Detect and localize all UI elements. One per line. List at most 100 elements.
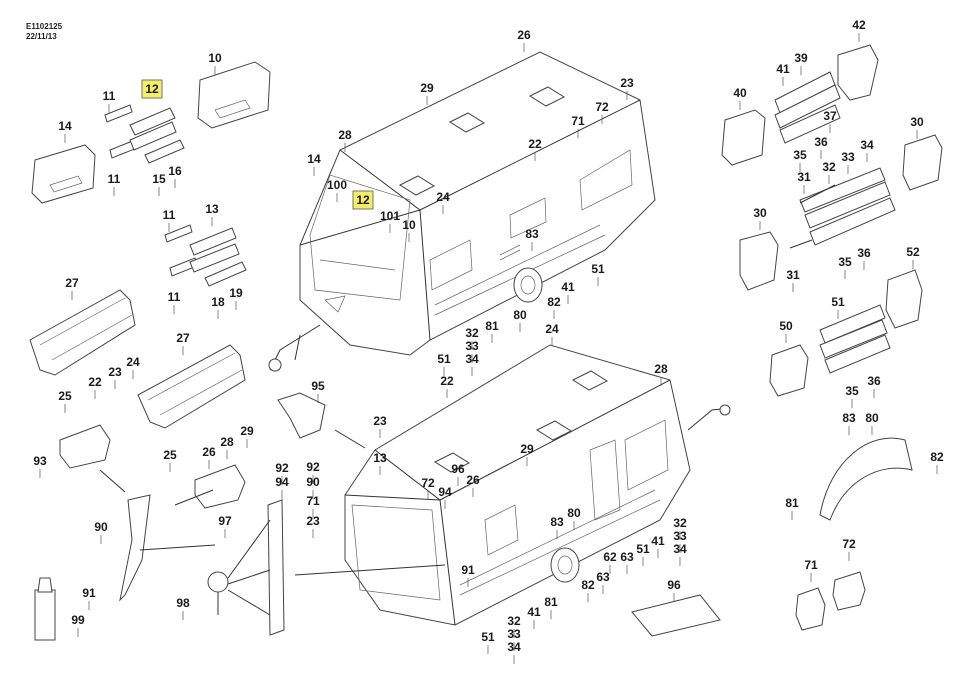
part-label-28: 28 [654, 362, 668, 376]
part-label-80: 80 [513, 308, 527, 322]
part-label-80: 80 [567, 506, 581, 520]
part-label-29: 29 [420, 81, 434, 95]
part-label-39: 39 [794, 51, 808, 65]
part-label-10: 10 [402, 218, 416, 232]
part-label-83: 83 [525, 227, 539, 241]
part-label-13: 13 [373, 451, 387, 465]
part-label-91: 91 [82, 586, 96, 600]
part-label-51: 51 [831, 295, 845, 309]
part-label-14: 14 [307, 152, 321, 166]
part-label-32: 32 [507, 614, 521, 628]
highlighted-part-label-12: 12 [352, 190, 374, 210]
leader-lines [39, 33, 938, 664]
part-label-32: 32 [822, 160, 836, 174]
part-label-52: 52 [906, 245, 920, 259]
part-label-34: 34 [507, 640, 521, 654]
part-label-83: 83 [550, 515, 564, 529]
part-label-23: 23 [306, 514, 320, 528]
part-label-35: 35 [838, 255, 852, 269]
part-label-14: 14 [58, 119, 72, 133]
part-label-36: 36 [814, 135, 828, 149]
part-label-90: 90 [94, 520, 108, 534]
part-label-29: 29 [520, 442, 534, 456]
part-label-94: 94 [438, 485, 452, 499]
part-label-19: 19 [229, 286, 243, 300]
part-label-11: 11 [108, 172, 121, 186]
part-label-16: 16 [168, 164, 182, 178]
caravan-rear-view [344, 344, 731, 626]
part-label-81: 81 [785, 496, 799, 510]
part-label-34: 34 [673, 542, 687, 556]
part-label-99: 99 [71, 613, 85, 627]
drawing-date: 22/11/13 [26, 32, 57, 41]
part-label-50: 50 [779, 319, 793, 333]
part-label-90: 90 [306, 475, 320, 489]
part-label-81: 81 [485, 319, 499, 333]
part-label-82: 82 [930, 450, 944, 464]
part-label-100: 100 [327, 178, 347, 192]
part-label-24: 24 [126, 355, 140, 369]
part-label-35: 35 [845, 384, 859, 398]
right-parts [631, 44, 943, 637]
part-label-22: 22 [88, 375, 102, 389]
highlight-box [352, 190, 374, 210]
part-label-82: 82 [581, 578, 595, 592]
part-label-33: 33 [465, 339, 479, 353]
caravan-front-view [268, 51, 656, 372]
part-label-33: 33 [673, 529, 687, 543]
part-label-29: 29 [240, 424, 254, 438]
part-label-23: 23 [620, 76, 634, 90]
part-label-27: 27 [65, 276, 79, 290]
part-label-24: 24 [436, 190, 450, 204]
part-label-32: 32 [465, 326, 479, 340]
part-label-63: 63 [596, 570, 610, 584]
part-label-13: 13 [205, 202, 219, 216]
part-label-36: 36 [857, 246, 871, 260]
part-label-41: 41 [527, 605, 541, 619]
part-label-72: 72 [421, 476, 435, 490]
part-label-28: 28 [220, 435, 234, 449]
part-label-97: 97 [218, 514, 232, 528]
part-label-28: 28 [338, 128, 352, 142]
part-label-27: 27 [176, 331, 190, 345]
part-label-25: 25 [58, 389, 72, 403]
part-label-33: 33 [841, 150, 855, 164]
part-label-37: 37 [823, 109, 837, 123]
drawing-number: E1102125 [26, 22, 63, 31]
part-label-98: 98 [176, 596, 190, 610]
part-label-71: 71 [306, 494, 320, 508]
part-label-22: 22 [440, 374, 454, 388]
left-parts [29, 61, 446, 641]
part-label-24: 24 [545, 322, 559, 336]
part-label-82: 82 [547, 295, 561, 309]
part-label-72: 72 [595, 100, 609, 114]
part-label-80: 80 [865, 411, 879, 425]
part-label-35: 35 [793, 148, 807, 162]
part-label-94: 94 [275, 475, 289, 489]
part-label-26: 26 [202, 445, 216, 459]
part-label-51: 51 [591, 262, 605, 276]
highlighted-label-text: 12 [145, 82, 159, 96]
highlight-box [141, 79, 163, 99]
part-label-92: 92 [306, 460, 320, 474]
part-label-22: 22 [528, 137, 542, 151]
part-label-31: 31 [786, 268, 800, 282]
part-label-31: 31 [797, 170, 811, 184]
part-label-26: 26 [517, 28, 531, 42]
part-label-51: 51 [437, 352, 451, 366]
part-label-40: 40 [733, 86, 747, 100]
part-label-15: 15 [152, 172, 166, 186]
part-label-41: 41 [776, 62, 790, 76]
part-label-30: 30 [753, 206, 767, 220]
part-label-34: 34 [860, 138, 874, 152]
part-label-11: 11 [168, 290, 181, 304]
part-label-26: 26 [466, 473, 480, 487]
part-label-51: 51 [481, 630, 495, 644]
part-label-41: 41 [561, 280, 575, 294]
part-label-41: 41 [651, 534, 665, 548]
part-label-32: 32 [673, 516, 687, 530]
part-label-11: 11 [163, 208, 176, 222]
part-label-25: 25 [163, 448, 177, 462]
